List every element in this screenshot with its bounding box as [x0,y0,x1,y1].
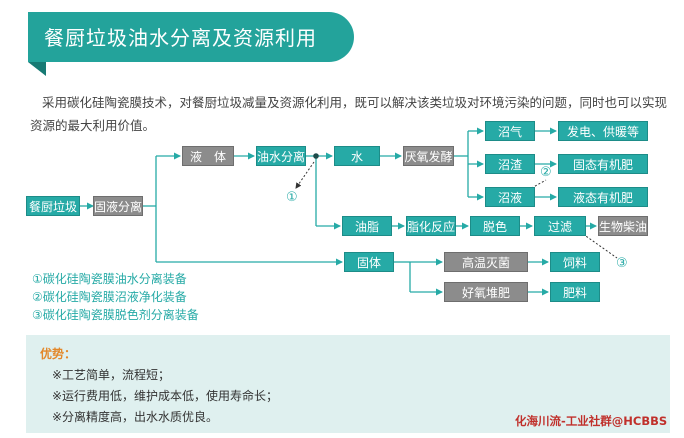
marker-3: ③ [616,256,628,271]
legend-item: ③碳化硅陶瓷膜脱色剂分离装备 [32,308,199,322]
node-biogas-slurry: 沼液 [485,187,535,207]
node-aerobic-compost: 好氧堆肥 [444,282,528,302]
node-power-heating: 发电、供暖等 [558,121,648,141]
advantage-item: ※运行费用低，维护成本低，使用寿命长； [52,389,279,403]
advantages-title: 优势： [40,347,77,361]
intro-paragraph: 采用碳化硅陶瓷膜技术，对餐厨垃圾减量及资源化利用，既可以解决该类垃圾对环境污染的… [30,95,668,133]
marker-2: ② [540,165,552,180]
title-banner [28,12,354,62]
node-anaerobic-fermentation: 厌氧发酵 [403,146,454,166]
page-title: 餐厨垃圾油水分离及资源利用 [44,26,317,50]
advantage-item: ※工艺简单，流程短； [52,368,171,382]
node-liquid: 液 体 [182,146,234,166]
node-decolorization: 脱色 [470,216,520,236]
node-liquid-fertilizer: 液态有机肥 [558,187,648,207]
marker-1: ① [286,190,298,205]
node-oil-water-separation: 油水分离 [256,146,306,166]
title-banner-fold [28,62,46,76]
node-kitchen-waste: 餐厨垃圾 [26,196,80,216]
node-esterification: 脂化反应 [406,216,456,236]
node-water: 水 [334,146,380,166]
node-high-temp-sterilization: 高温灭菌 [444,252,528,272]
advantage-item: ※分离精度高，出水水质优良。 [52,410,219,424]
legend-item: ①碳化硅陶瓷膜油水分离装备 [32,272,187,286]
node-solid-fertilizer: 固态有机肥 [558,154,648,174]
node-solid-liquid-separation: 固液分离 [93,196,143,216]
node-fertilizer: 肥料 [550,282,600,302]
node-digestate: 沼渣 [485,154,535,174]
node-solid: 固体 [344,252,394,272]
node-biogas: 沼气 [485,121,535,141]
node-feed: 饲料 [550,252,600,272]
node-filtration: 过滤 [534,216,586,236]
advantages-panel [26,335,670,433]
legend-item: ②碳化硅陶瓷膜沼液净化装备 [32,290,187,304]
watermark: 化海川流-工业社群@HCBBS [515,414,668,428]
node-biodiesel: 生物柴油 [598,216,648,236]
node-oil: 油脂 [342,216,392,236]
